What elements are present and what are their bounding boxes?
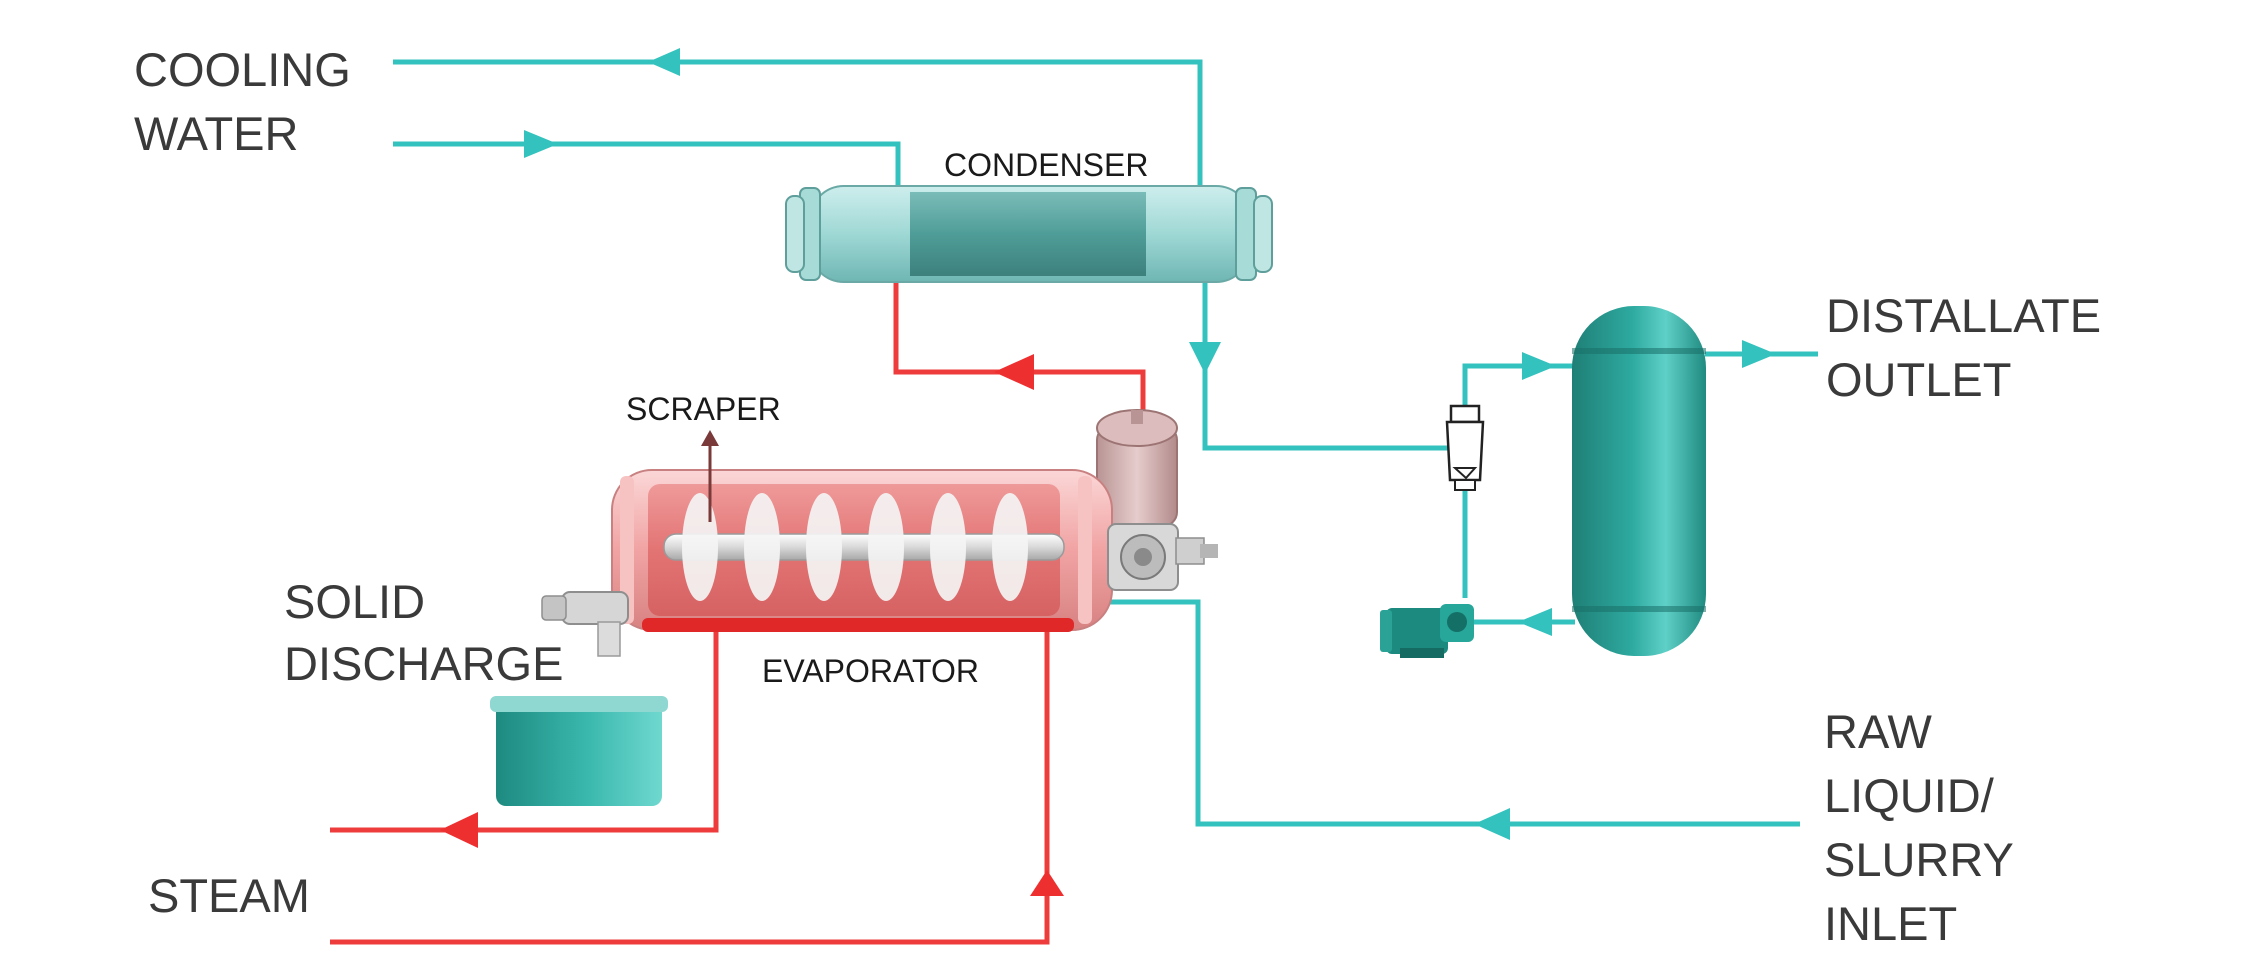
cooling-water-supply-pipe <box>393 141 901 190</box>
solid-discharge-label-line2: DISCHARGE <box>284 637 563 690</box>
flow-arrow-cooling-return <box>648 48 680 76</box>
flow-arrow-steam-out <box>440 812 478 848</box>
sight-glass <box>1445 404 1485 491</box>
flow-arrow-distillate <box>1742 340 1776 368</box>
evaporator-label: EVAPORATOR <box>762 653 979 689</box>
distillate-receiver-tank <box>1572 306 1706 656</box>
flow-arrow-steam-in <box>1030 870 1064 896</box>
flow-arrow-raw-inlet <box>1474 808 1510 840</box>
raw-inlet-label-line4: INLET <box>1824 897 1957 950</box>
steam-inlet-pipe <box>330 630 1050 945</box>
raw-inlet-label-line2: LIQUID/ <box>1824 769 1995 822</box>
distillate-pump <box>1380 604 1474 658</box>
receiver-inlet-pipe <box>1462 363 1575 410</box>
flow-arrow-cooling-supply <box>524 130 558 158</box>
distallate-outlet-label-line1: DISTALLATE <box>1826 289 2101 342</box>
scraper-pointer-head <box>701 430 719 446</box>
scraper-label: SCRAPER <box>626 391 781 427</box>
flow-arrow-condensate <box>1189 342 1221 374</box>
cooling-water-label-line1: COOLING <box>134 43 351 96</box>
evaporator <box>541 409 1218 657</box>
flow-arrow-receiver-inlet <box>1522 352 1556 380</box>
condenser-label: CONDENSER <box>944 147 1148 183</box>
condensate-pipe <box>1202 282 1450 451</box>
solid-discharge-bin <box>490 696 668 806</box>
raw-inlet-label-line1: RAW <box>1824 705 1933 758</box>
cooling-water-label-line2: WATER <box>134 107 298 160</box>
distallate-outlet-label-line2: OUTLET <box>1826 353 2011 406</box>
flow-arrow-vapor <box>994 354 1034 390</box>
flow-arrow-tank-return <box>1518 608 1552 636</box>
steam-label: STEAM <box>148 869 310 922</box>
raw-inlet-label-line3: SLURRY <box>1824 833 2014 886</box>
condenser <box>785 185 1273 283</box>
vapor-pipe <box>893 280 1146 418</box>
solid-discharge-label-line1: SOLID <box>284 575 425 628</box>
